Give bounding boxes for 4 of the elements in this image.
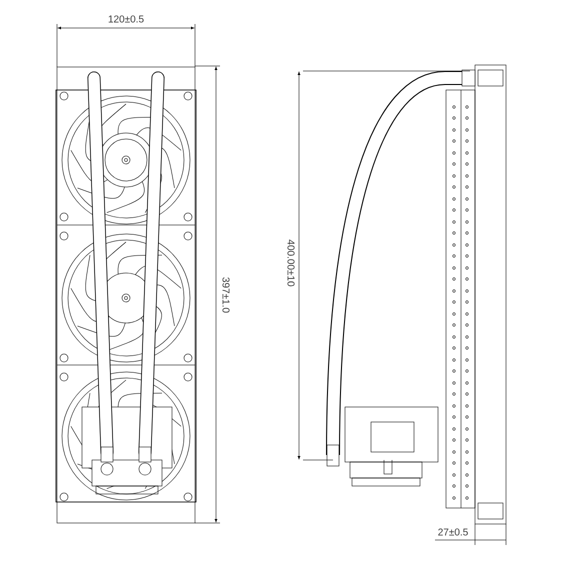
dimension-text: 397±1.0: [222, 277, 230, 313]
dimension-text: 120±0.5: [108, 15, 144, 23]
dimension-text: 400.00±10: [287, 240, 295, 286]
dimension-text: 27±0.5: [438, 528, 468, 536]
